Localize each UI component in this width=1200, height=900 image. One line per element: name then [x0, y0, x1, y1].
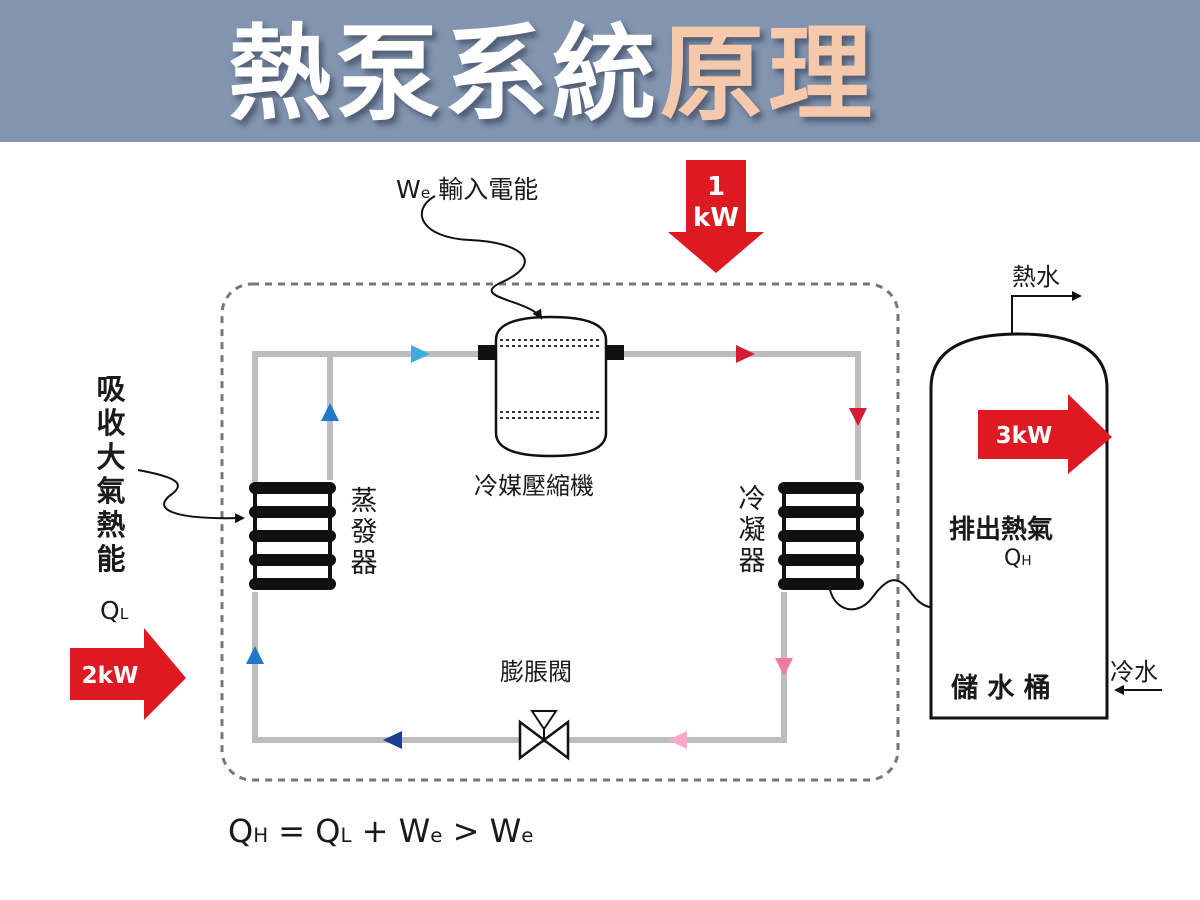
formula-we-sub: e [430, 824, 443, 847]
title-banner [0, 0, 1200, 142]
hot-water-label: 熱水 [1012, 263, 1060, 291]
we-symbol: W [396, 175, 421, 204]
formula-we: W [398, 812, 431, 850]
compressor-icon [478, 315, 624, 458]
formula-we-2-sub: e [521, 824, 534, 847]
flow-arrow-evaporator-in [246, 646, 264, 664]
evaporator-label: 蒸發器 [350, 486, 378, 579]
formula-plus: + [351, 812, 399, 850]
title-main: 熱泵系統 [228, 13, 661, 135]
qh-symbol-sub: H [1021, 553, 1032, 569]
absorb-heat-label: 吸收大氣熱能 [96, 372, 126, 576]
expansion-valve-label: 膨脹閥 [500, 658, 572, 686]
formula-equals: = [268, 812, 316, 850]
flow-arrow-condenser-out [775, 658, 793, 676]
qh-label: QH [1004, 546, 1032, 571]
hot-water-pipe-icon [1011, 291, 1082, 334]
condenser-coil-icon [778, 482, 864, 590]
formula-ql-sub: L [340, 824, 352, 847]
flow-arrow-compressor-out [736, 345, 755, 363]
energy-formula: QH = QL + We > We [228, 812, 534, 850]
ql-label: QL [100, 596, 128, 625]
refrigerant-pipe [252, 351, 861, 743]
ql-symbol: Q [100, 596, 120, 625]
input-power-value: 1 [707, 172, 725, 202]
page-title: 熱泵系統原理 [228, 14, 876, 134]
released-power-value: 3kW [996, 423, 1053, 449]
formula-qh: Q [228, 812, 254, 850]
qh-symbol: Q [1004, 546, 1022, 571]
flow-arrow-evaporator-out [321, 403, 339, 421]
input-power-arrow [420, 195, 543, 320]
formula-we-2: W [489, 812, 522, 850]
cold-water-label: 冷水 [1110, 658, 1158, 686]
formula-ql: Q [315, 812, 341, 850]
released-heat-big-arrow-icon [978, 394, 1112, 474]
tank-label: 儲 水 桶 [951, 673, 1051, 704]
flow-arrow-valve-out [383, 731, 402, 749]
input-power-text: 輸入電能 [438, 175, 539, 204]
title-accent: 原理 [660, 13, 877, 135]
flow-arrow-compressor-in [411, 345, 430, 363]
input-power-big-arrow-icon [668, 160, 764, 273]
flow-arrow-condenser-in [849, 408, 867, 426]
formula-qh-sub: H [253, 824, 269, 847]
absorbed-heat-big-arrow-icon [70, 628, 186, 720]
flow-arrow-valve-in [668, 731, 687, 749]
formula-greater-than: > [442, 812, 490, 850]
absorb-heat-arrow [137, 469, 245, 524]
we-symbol-sub: e [420, 184, 431, 202]
evaporator-coil-icon [249, 482, 336, 590]
absorbed-power-value: 2kW [82, 663, 139, 689]
input-power-label: We 輸入電能 [396, 170, 538, 206]
ql-symbol-sub: L [119, 605, 129, 623]
expansion-valve-icon [518, 710, 570, 761]
input-power-unit: kW [693, 203, 739, 233]
condenser-label: 冷凝器 [738, 484, 766, 577]
release-heat-label: 排出熱氣 [949, 515, 1054, 545]
compressor-label: 冷媒壓縮機 [474, 472, 594, 500]
